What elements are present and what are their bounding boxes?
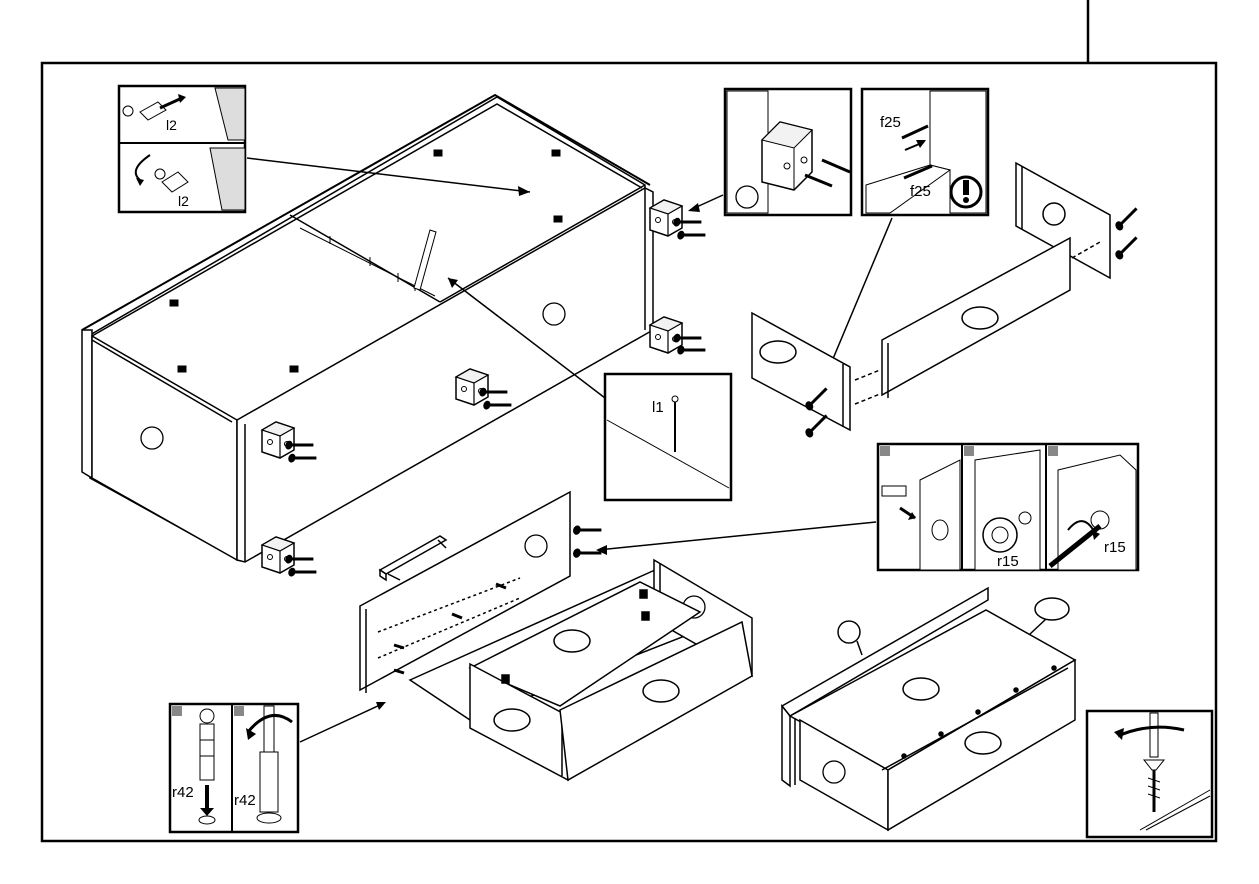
cam-lock-icon (983, 518, 1017, 552)
l2-bottom-label: l2 (178, 193, 189, 209)
r15-right-label: r15 (1104, 539, 1126, 556)
inset-l1: l1 (605, 374, 731, 500)
r42-right-label: r42 (234, 792, 256, 809)
inset-f25: f25 f25 (862, 89, 988, 215)
warning-icon (951, 177, 981, 207)
inset-r42: r42 r42 (170, 704, 298, 832)
l1-label: l1 (652, 399, 664, 416)
cam-block-4 (262, 422, 294, 458)
drawer-assembled (782, 588, 1075, 830)
dowel-icon (200, 709, 214, 723)
r15-left-label: r15 (997, 553, 1019, 570)
inset-screw (1087, 711, 1212, 837)
r42-left-label: r42 (172, 784, 194, 801)
inset-l2: l2 l2 (119, 86, 245, 212)
f25-bottom-label: f25 (910, 183, 931, 200)
cam-block-3 (456, 369, 488, 405)
f25-top-label: f25 (880, 114, 901, 131)
drawer-exploded (360, 492, 752, 780)
l2-top-label: l2 (166, 117, 177, 133)
inset-r15: r15 r15 (878, 444, 1138, 570)
inset-cam-block (725, 89, 851, 215)
